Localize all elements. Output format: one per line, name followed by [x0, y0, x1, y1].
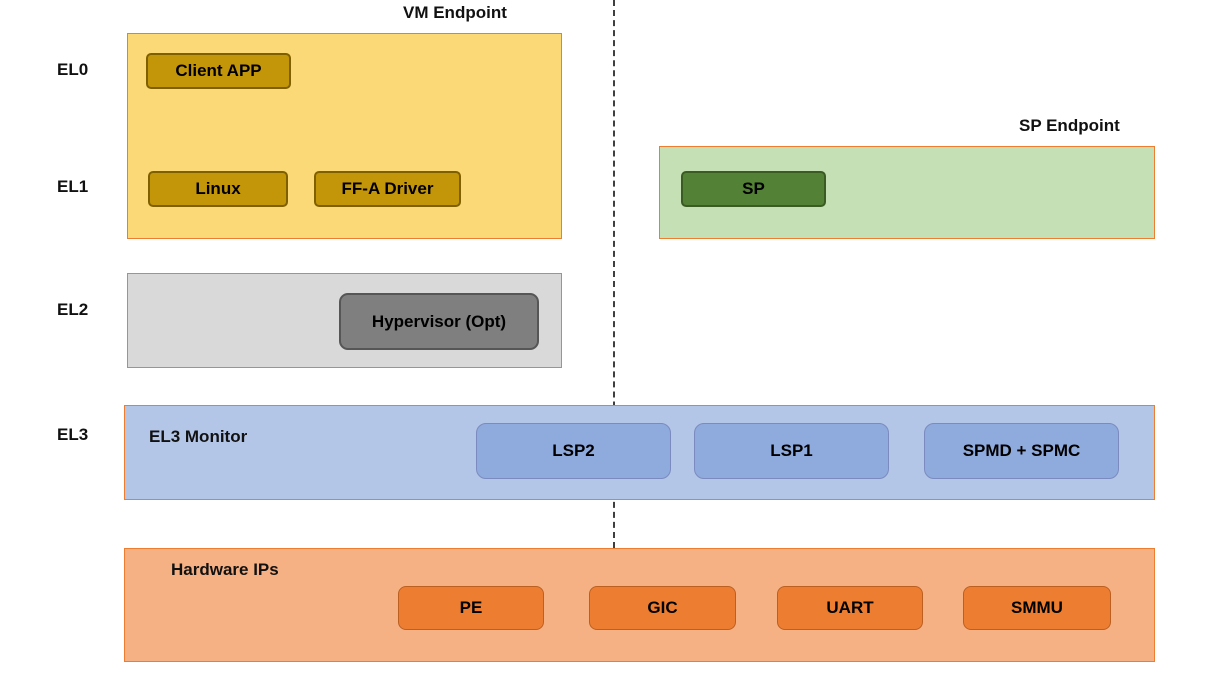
el3-label: EL3	[57, 425, 89, 444]
sp-endpoint-title: SP Endpoint	[1019, 116, 1120, 135]
pe-node: PE	[398, 586, 544, 630]
smmu-node: SMMU	[963, 586, 1111, 630]
spmd-spmc-node: SPMD + SPMC	[924, 423, 1119, 479]
hardware-ips-label: Hardware IPs	[171, 560, 279, 579]
uart-node: UART	[777, 586, 923, 630]
gic-node: GIC	[589, 586, 736, 630]
el0-label: EL0	[57, 60, 89, 79]
sp-node: SP	[681, 171, 826, 207]
client-app-node: Client APP	[146, 53, 291, 89]
hardware-ips-box: Hardware IPs PE GIC UART SMMU	[124, 548, 1155, 662]
el3-monitor-box: EL3 Monitor LSP2 LSP1 SPMD + SPMC	[124, 405, 1155, 500]
el1-label: EL1	[57, 177, 89, 196]
linux-node: Linux	[148, 171, 288, 207]
vm-endpoint-box: Client APP Linux FF-A Driver	[127, 33, 562, 239]
el3-monitor-label: EL3 Monitor	[149, 427, 248, 446]
lsp2-node: LSP2	[476, 423, 671, 479]
el2-label: EL2	[57, 300, 89, 319]
hypervisor-node: Hypervisor (Opt)	[339, 293, 539, 350]
sp-endpoint-box: SP	[659, 146, 1155, 239]
el2-box: Hypervisor (Opt)	[127, 273, 562, 368]
ffa-driver-node: FF-A Driver	[314, 171, 461, 207]
vm-sp-divider-dashed-line	[613, 0, 615, 548]
vm-endpoint-title: VM Endpoint	[403, 3, 507, 22]
lsp1-node: LSP1	[694, 423, 889, 479]
